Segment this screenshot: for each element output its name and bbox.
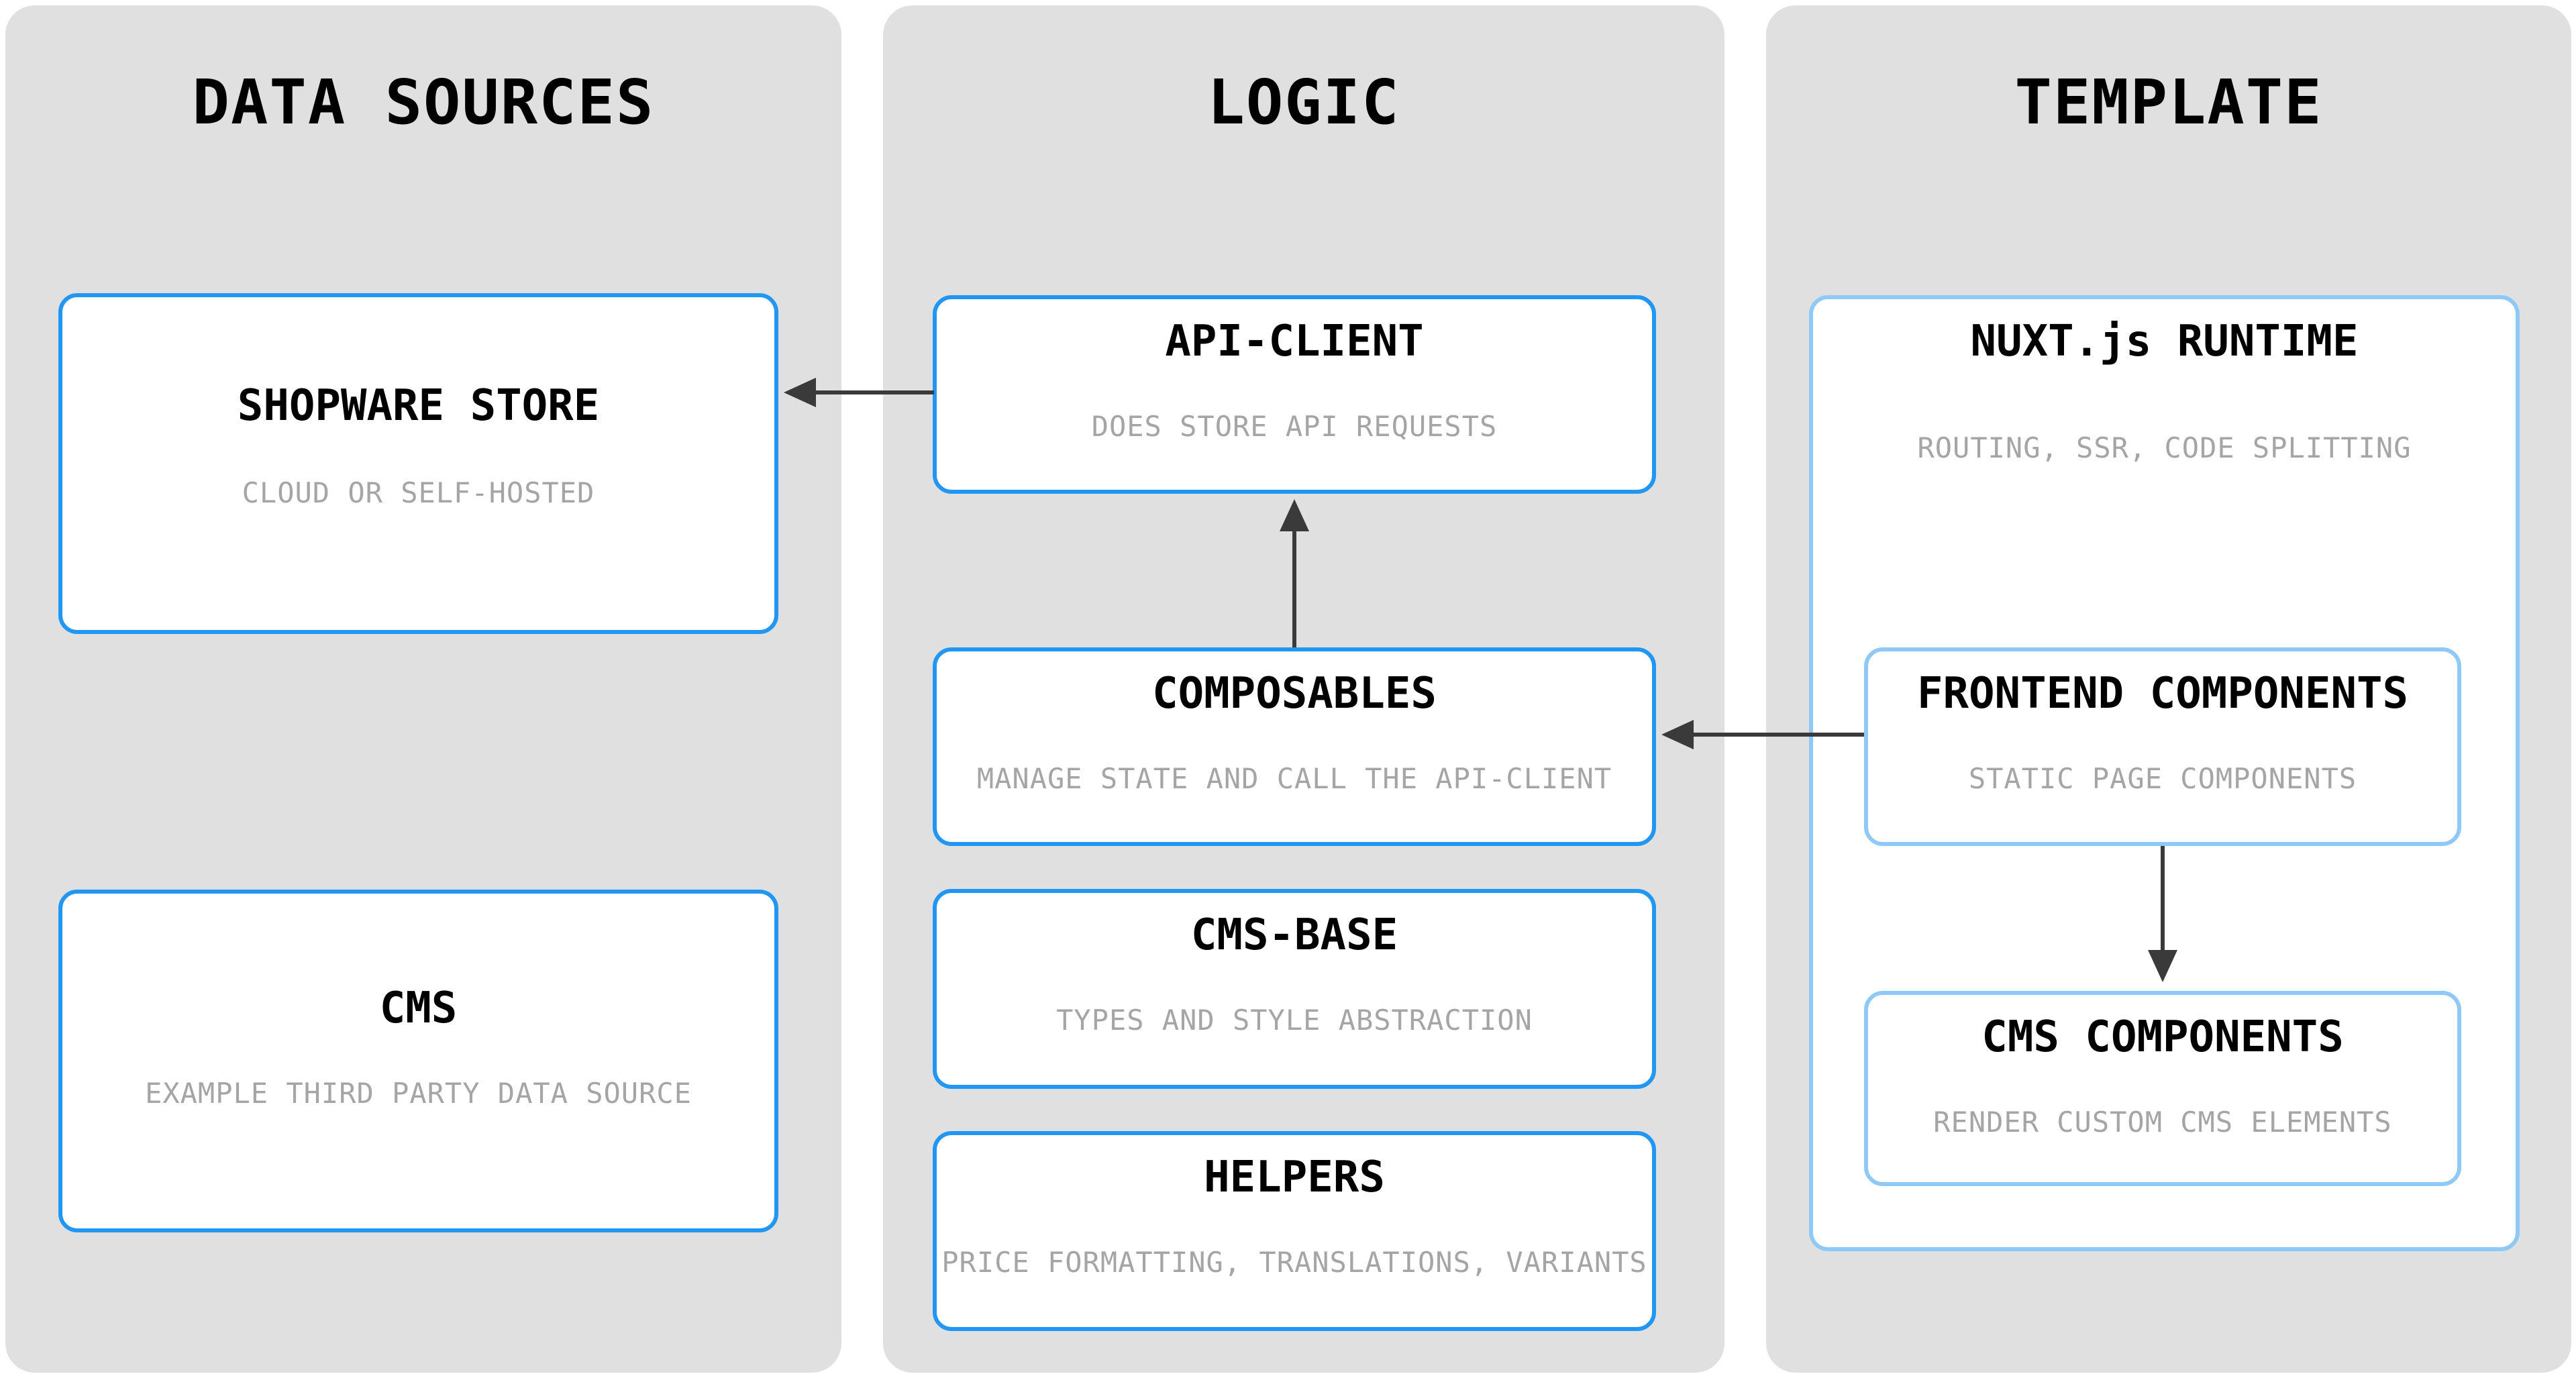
- box-cms-base: CMS-BASE TYPES AND STYLE ABSTRACTION: [933, 889, 1656, 1089]
- arrow-head-up-icon: [1280, 499, 1309, 531]
- column-title: TEMPLATE: [2014, 66, 2323, 138]
- box-subtitle: STATIC PAGE COMPONENTS: [1968, 762, 2357, 795]
- arrow-line: [1694, 733, 1864, 737]
- box-subtitle: MANAGE STATE AND CALL THE API-CLIENT: [976, 762, 1612, 795]
- box-title: CMS COMPONENTS: [1981, 1012, 2344, 1062]
- box-composables: COMPOSABLES MANAGE STATE AND CALL THE AP…: [933, 647, 1656, 846]
- box-title: API-CLIENT: [1165, 317, 1424, 366]
- arrow-line: [816, 390, 934, 394]
- box-helpers: HELPERS PRICE FORMATTING, TRANSLATIONS, …: [933, 1131, 1656, 1331]
- box-title: HELPERS: [1204, 1153, 1385, 1202]
- box-cms: CMS EXAMPLE THIRD PARTY DATA SOURCE: [58, 890, 778, 1232]
- box-title: CMS-BASE: [1190, 910, 1398, 960]
- arrow-head-left-icon: [1661, 720, 1694, 749]
- box-subtitle: ROUTING, SSR, CODE SPLITTING: [1917, 431, 2412, 464]
- box-subtitle: EXAMPLE THIRD PARTY DATA SOURCE: [145, 1077, 692, 1110]
- box-frontend-components: FRONTEND COMPONENTS STATIC PAGE COMPONEN…: [1864, 647, 2461, 846]
- box-api-client: API-CLIENT DOES STORE API REQUESTS: [933, 295, 1656, 494]
- box-subtitle: CLOUD OR SELF-HOSTED: [242, 476, 595, 509]
- box-subtitle: DOES STORE API REQUESTS: [1091, 410, 1498, 443]
- box-title: CMS: [379, 984, 458, 1033]
- arrow-head-left-icon: [784, 378, 816, 407]
- box-title: SHOPWARE STORE: [237, 381, 600, 431]
- column-title: DATA SOURCES: [192, 66, 655, 138]
- box-title: COMPOSABLES: [1152, 669, 1437, 719]
- box-subtitle: RENDER CUSTOM CMS ELEMENTS: [1933, 1106, 2392, 1138]
- box-title: NUXT.js RUNTIME: [1970, 317, 2359, 366]
- arrow-head-down-icon: [2148, 950, 2177, 982]
- box-title: FRONTEND COMPONENTS: [1916, 669, 2409, 719]
- arrow-line: [1292, 531, 1296, 647]
- column-title: LOGIC: [1207, 66, 1400, 138]
- box-shopware-store: SHOPWARE STORE CLOUD OR SELF-HOSTED: [58, 293, 778, 634]
- box-subtitle: TYPES AND STYLE ABSTRACTION: [1056, 1004, 1533, 1037]
- arrow-line: [2161, 846, 2165, 950]
- box-subtitle: PRICE FORMATTING, TRANSLATIONS, VARIANTS: [941, 1246, 1647, 1279]
- box-cms-components: CMS COMPONENTS RENDER CUSTOM CMS ELEMENT…: [1864, 991, 2461, 1186]
